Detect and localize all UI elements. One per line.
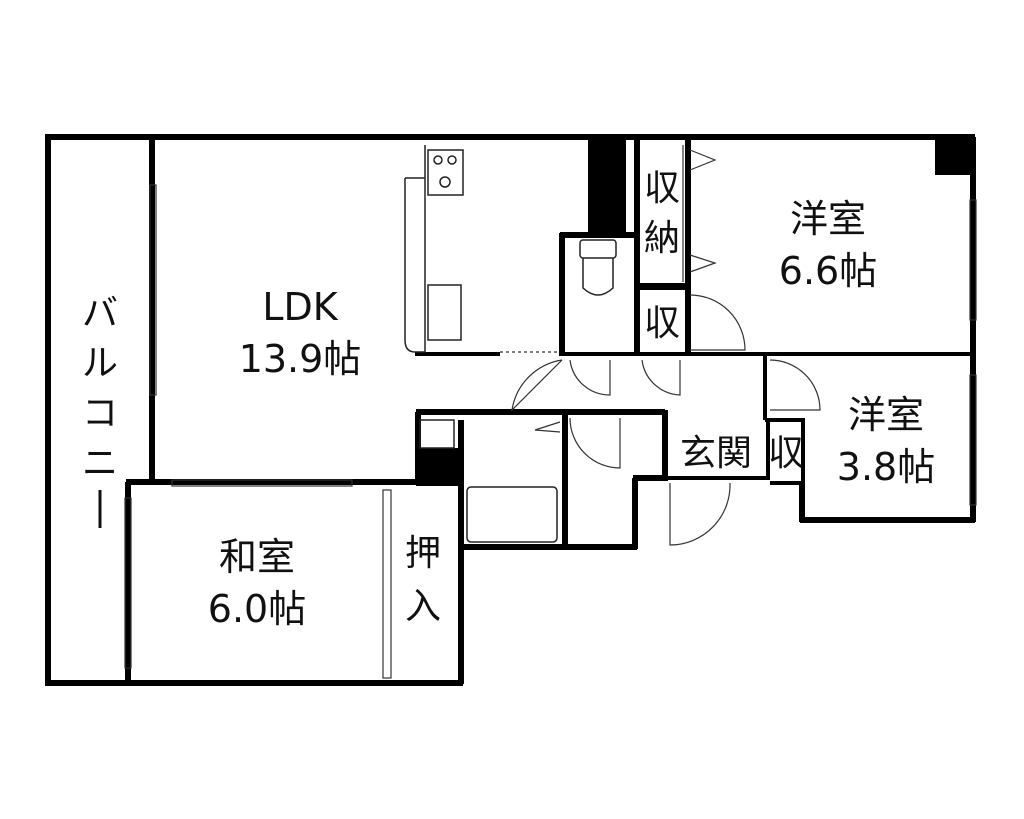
wall-column: [588, 137, 626, 235]
room-yoshitsu-b-name: 洋室: [848, 393, 924, 437]
kitchen-counter: [404, 145, 560, 353]
genkan-label: 玄関: [680, 433, 752, 474]
room-washitsu-size: 6.0帖: [208, 587, 306, 631]
storage-small-label: 収: [768, 433, 804, 474]
balcony-label-char: コ: [82, 393, 118, 434]
room-yoshitsu-b-size: 3.8帖: [837, 445, 935, 489]
balcony-label-char: ル: [82, 343, 118, 384]
balcony-label-char: バ: [82, 293, 118, 334]
walls: [45, 134, 976, 686]
windows: [124, 145, 977, 679]
storage-label-char: 納: [644, 218, 680, 259]
oshiire-label-char: 入: [405, 586, 441, 627]
storage-small-label: 収: [644, 303, 680, 344]
wall-column: [416, 448, 460, 486]
room-washitsu-name: 和室: [219, 535, 295, 579]
room-ldk-size: 13.9帖: [239, 337, 362, 381]
doors: [511, 149, 821, 546]
room-yoshitsu-a-size: 6.6帖: [779, 249, 877, 293]
balcony-label-char: ニ: [82, 443, 118, 484]
wall-column: [935, 137, 975, 175]
room-yoshitsu-a-name: 洋室: [790, 197, 866, 241]
storage-label-char: 収: [644, 168, 680, 209]
toilet-fixture: [579, 239, 617, 296]
bath-fixture: [419, 419, 558, 543]
room-ldk-name: LDK: [262, 285, 338, 329]
oshiire-label-char: 押: [405, 533, 441, 574]
